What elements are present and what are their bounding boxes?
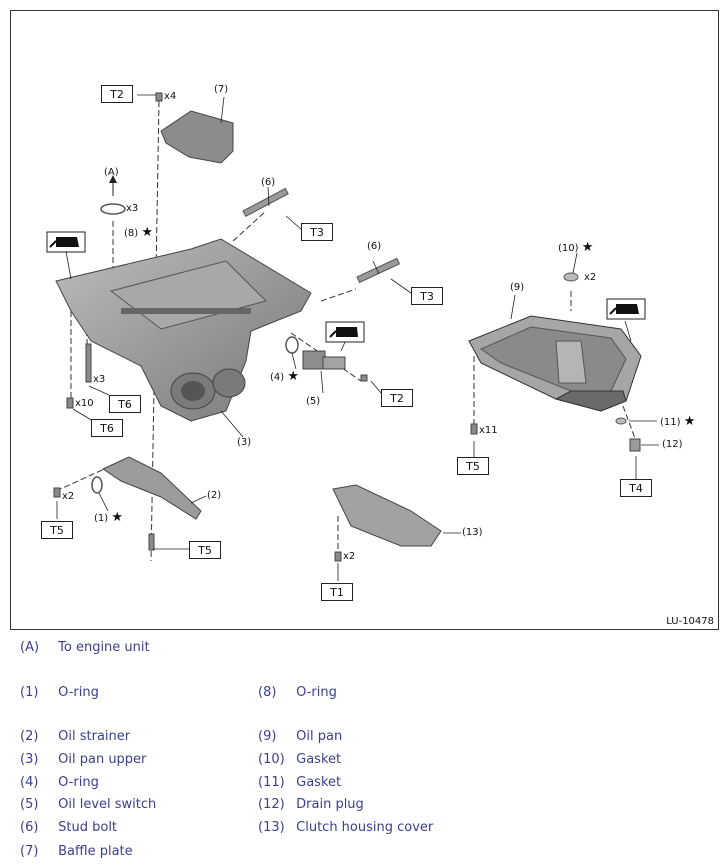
- quantity-label: x2: [343, 551, 356, 562]
- star-icon: ★: [683, 414, 696, 429]
- callout-12: (12): [662, 439, 683, 450]
- callout-8: (8) ★: [124, 225, 154, 240]
- legend-item: (7) Baffle plate: [20, 844, 133, 859]
- o-ring-8-shape: [100, 203, 126, 215]
- legend-item: (4) O-ring: [20, 775, 99, 790]
- leader-lines: [56, 94, 659, 581]
- torque-code-t6: T6: [109, 395, 141, 413]
- legend-item: (13) Clutch housing cover: [258, 820, 434, 835]
- quantity-label: x2: [62, 491, 75, 502]
- oil-can-icon: [46, 231, 86, 253]
- torque-code-t4: T4: [620, 479, 652, 497]
- quantity-label: x4: [164, 91, 177, 102]
- legend-item: (A) To engine unit: [20, 640, 150, 655]
- torque-code-t3: T3: [411, 287, 443, 305]
- legend-item: (3) Oil pan upper: [20, 752, 147, 767]
- callout-11: (11) ★: [660, 414, 696, 429]
- star-icon: ★: [141, 225, 154, 240]
- o-ring-4-shape: [285, 336, 299, 354]
- bolt-shapes: [53, 92, 478, 562]
- legend-item: (8) O-ring: [258, 685, 337, 700]
- clutch-housing-cover-shape: [332, 484, 442, 547]
- legend-item: (5) Oil level switch: [20, 797, 157, 812]
- callout-3: (3): [237, 437, 252, 448]
- legend-item: (1) O-ring: [20, 685, 99, 700]
- callout-1: (1) ★: [94, 510, 124, 525]
- o-ring-1-shape: [91, 476, 103, 494]
- callout-2: (2): [207, 490, 222, 501]
- oil-pan-upper-shape: [55, 238, 312, 422]
- figure-id: LU-10478: [666, 616, 714, 627]
- callout-13: (13): [462, 527, 483, 538]
- callout-a: (A): [104, 167, 119, 178]
- quantity-label: x3: [93, 374, 106, 385]
- stud-bolt-shape: [242, 187, 289, 217]
- torque-code-t5: T5: [189, 541, 221, 559]
- callout-5: (5): [306, 396, 321, 407]
- torque-code-t5: T5: [457, 457, 489, 475]
- callout-9: (9): [510, 282, 525, 293]
- oil-level-switch-shape: [302, 350, 346, 370]
- quantity-label: x10: [75, 398, 94, 409]
- legend-item: (11) Gasket: [258, 775, 342, 790]
- oil-can-icon: [325, 321, 365, 343]
- legend-item: (9) Oil pan: [258, 729, 343, 744]
- exploded-parts-diagram: T2 T3 T3 T6 T6 T2 T5 T5 T5 T4 T1 (A) (7)…: [10, 10, 719, 630]
- torque-code-t5: T5: [41, 521, 73, 539]
- gasket-10-shape: [563, 272, 579, 282]
- legend-item: (12) Drain plug: [258, 797, 364, 812]
- callout-10: (10) ★: [558, 240, 594, 255]
- quantity-label: x3: [126, 203, 139, 214]
- oil-strainer-shape: [101, 456, 202, 520]
- legend-item: (2) Oil strainer: [20, 729, 131, 744]
- callout-4: (4) ★: [270, 369, 300, 384]
- torque-code-t6: T6: [91, 419, 123, 437]
- callout-6: (6): [261, 177, 276, 188]
- gasket-11-shape: [615, 417, 627, 425]
- star-icon: ★: [581, 240, 594, 255]
- legend-item: (10) Gasket: [258, 752, 342, 767]
- torque-code-t1: T1: [321, 583, 353, 601]
- quantity-label: x2: [584, 272, 597, 283]
- oil-can-icon: [606, 298, 646, 320]
- star-icon: ★: [287, 369, 300, 384]
- torque-code-t3: T3: [301, 223, 333, 241]
- drain-plug-shape: [629, 438, 641, 452]
- star-icon: ★: [111, 510, 124, 525]
- callout-7: (7): [214, 84, 229, 95]
- baffle-plate-shape: [160, 110, 234, 164]
- callout-6: (6): [367, 241, 382, 252]
- oil-pan-shape: [468, 315, 642, 412]
- diagram-drawing: [46, 92, 659, 581]
- torque-code-t2: T2: [101, 85, 133, 103]
- quantity-label: x11: [479, 425, 498, 436]
- torque-code-t2: T2: [381, 389, 413, 407]
- stud-bolt-shape: [356, 257, 401, 284]
- legend-item: (6) Stud bolt: [20, 820, 118, 835]
